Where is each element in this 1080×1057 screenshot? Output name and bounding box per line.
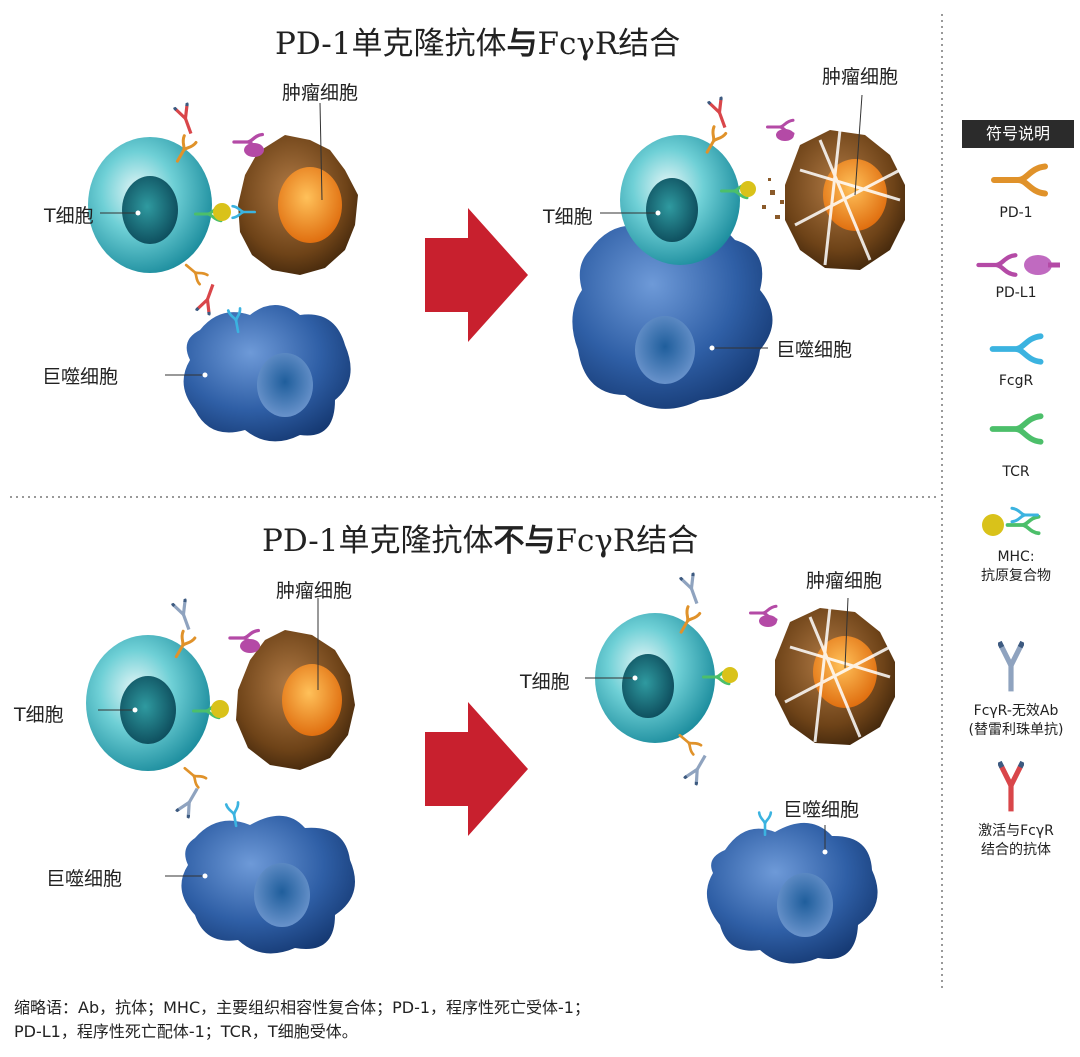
p2-before-tcell-label: T细胞 [14,704,64,726]
legend-label-fcgr: FcgR [998,373,1034,389]
legend-label-mhc-2: 抗原复合物 [981,568,1051,584]
legend-label-fcnull-2: (替雷利珠单抗) [968,722,1064,738]
pd1-receptor-icon [994,167,1045,194]
panel1-after-scene [572,94,905,409]
legend-label-tcr: TCR [1002,464,1030,480]
transition-arrow-2 [425,702,528,836]
panel2-after-scene [585,572,895,964]
fcgr-receptor-icon [993,336,1041,362]
legend-icons [979,167,1060,812]
tcr-receptor-icon [993,416,1041,442]
macrophage-graphic [183,305,351,442]
legend-label-fcnull-1: FcγR-无效Ab [973,703,1059,719]
p2-after-tumor-label: 肿瘤细胞 [806,570,883,592]
p2-before-macrophage-label: 巨噬细胞 [46,868,123,890]
pdl1-ligand-icon [979,255,1016,275]
fc-active-antibody-icon [999,762,1022,811]
legend-label-fcactive-2: 结合的抗体 [981,842,1051,858]
footnote-line-2: PD-L1，程序性死亡配体-1；TCR，T细胞受体。 [14,1022,358,1041]
transition-arrow-1 [425,208,528,342]
p1-after-tcell-label: T细胞 [543,206,593,228]
p1-before-tumor-label: 肿瘤细胞 [282,82,359,104]
mhc-complex-icon [982,506,1041,536]
p2-before-tumor-label: 肿瘤细胞 [276,580,353,602]
p1-before-tcell-label: T细胞 [44,205,94,227]
p1-after-macrophage-label: 巨噬细胞 [776,339,853,361]
panel2-before-scene [86,598,355,954]
p1-before-macrophage-label: 巨噬细胞 [42,366,119,388]
abbreviation-footnote: 缩略语：Ab，抗体；MHC，主要组织相容性复合体；PD-1，程序性死亡受体-1；… [14,996,590,1044]
tcell-graphic [88,137,212,273]
footnote-line-1: 缩略语：Ab，抗体；MHC，主要组织相容性复合体；PD-1，程序性死亡受体-1； [14,998,590,1017]
legend-title: 符号说明 [962,120,1074,148]
panel1-title: PD-1单克隆抗体与FcγR结合 [275,26,681,62]
p2-after-macrophage-label: 巨噬细胞 [783,799,860,821]
panel1-before-scene [88,102,358,442]
legend-label-fcactive-1: 激活与FcγR [978,823,1054,839]
fc-null-antibody-icon [999,642,1022,691]
legend-label-pdl1: PD-L1 [995,285,1037,301]
p1-after-tumor-label: 肿瘤细胞 [822,66,899,88]
panel2-title: PD-1单克隆抗体不与FcγR结合 [262,523,699,559]
legend-label-pd1: PD-1 [999,205,1033,221]
legend-label-mhc-1: MHC: [997,549,1035,565]
p2-after-tcell-label: T细胞 [520,671,570,693]
tumor-graphic [238,135,358,275]
